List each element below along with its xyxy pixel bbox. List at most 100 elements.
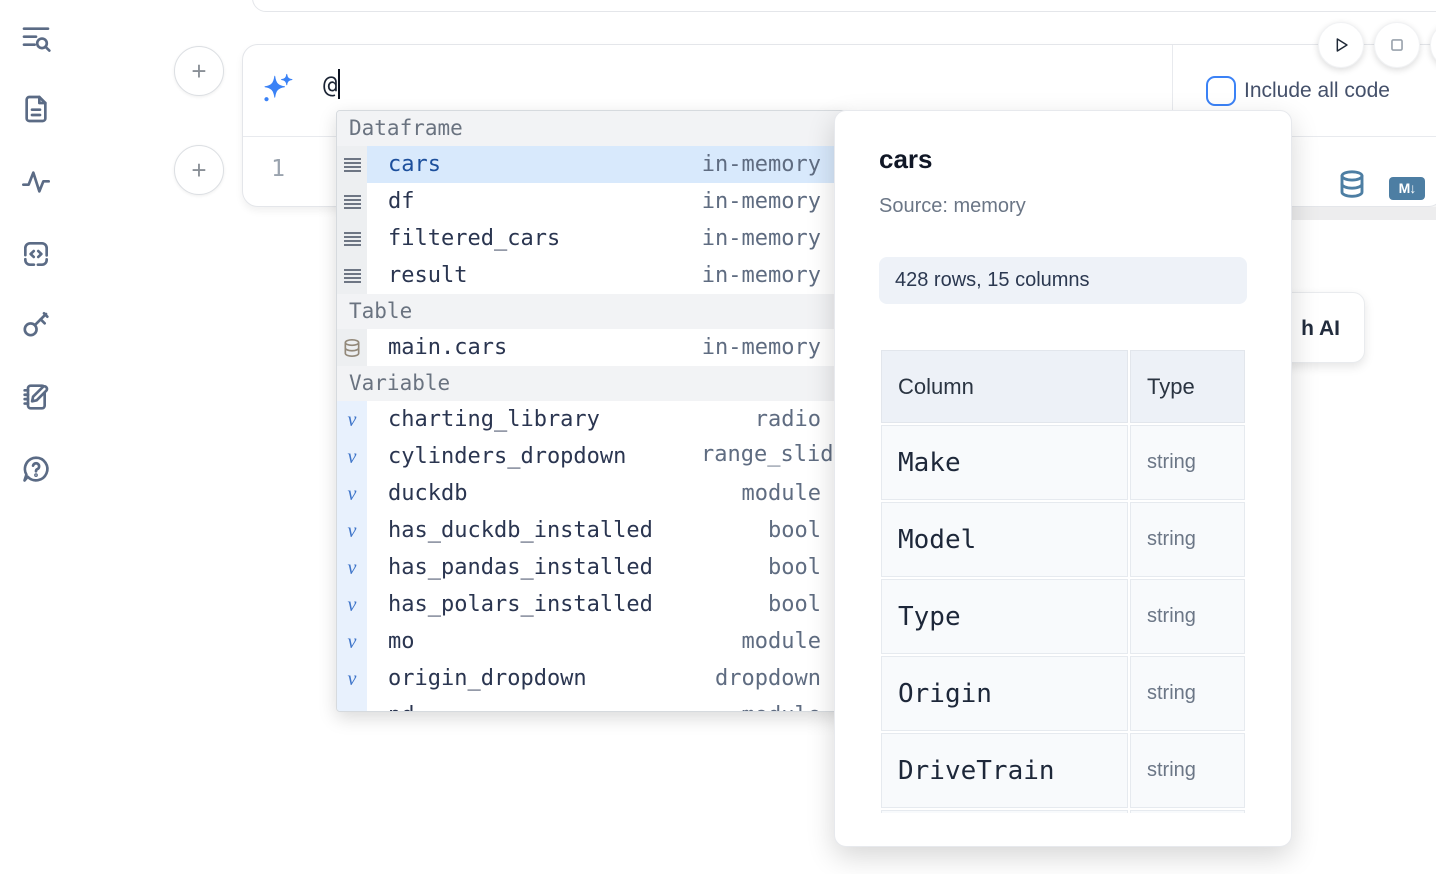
schema-column-name: Make xyxy=(881,425,1128,500)
help-chat-icon[interactable] xyxy=(20,453,52,485)
autocomplete-item-type: module xyxy=(741,481,821,506)
schema-column-name: Origin xyxy=(881,656,1128,731)
autocomplete-item-type: bool xyxy=(768,518,821,543)
schema-header-cell: Type xyxy=(1130,350,1245,423)
rows-icon xyxy=(343,231,361,246)
add-cell-below-button[interactable]: + xyxy=(174,145,224,195)
autocomplete-section-header: Variable xyxy=(337,366,845,401)
autocomplete-item-icon-cell: v xyxy=(337,697,367,711)
autocomplete-item[interactable]: df in-memory xyxy=(337,183,845,220)
autocomplete-item-icon-cell: v xyxy=(337,401,367,438)
autocomplete-item[interactable]: v cylinders_dropdown range_slider xyxy=(337,438,845,475)
autocomplete-item-icon-cell: v xyxy=(337,512,367,549)
shape-badge: 428 rows, 15 columns xyxy=(879,257,1247,304)
prompt-divider xyxy=(1172,45,1173,136)
autocomplete-item-name: duckdb xyxy=(388,481,468,506)
markdown-icon[interactable]: M↓ xyxy=(1389,177,1425,200)
include-all-code-label[interactable]: Include all code xyxy=(1244,79,1390,102)
variable-icon: v xyxy=(347,445,357,468)
add-cell-above-button[interactable]: + xyxy=(174,46,224,96)
variable-icon: v xyxy=(347,630,357,653)
text-cursor xyxy=(338,69,341,99)
autocomplete-item-icon-cell xyxy=(337,329,367,366)
autocomplete-item-icon-cell xyxy=(337,220,367,257)
code-snippet-icon[interactable] xyxy=(20,238,52,270)
variable-icon: v xyxy=(347,519,357,542)
ai-prompt-text: @ xyxy=(323,71,338,99)
autocomplete-item-icon-cell xyxy=(337,183,367,220)
autocomplete-item-icon-cell: v xyxy=(337,660,367,697)
rows-icon xyxy=(343,157,361,172)
stop-cell-button[interactable] xyxy=(1374,22,1420,68)
schema-column-name: DriveTrain xyxy=(881,733,1128,808)
variable-icon: v xyxy=(347,593,357,616)
autocomplete-item-name: main.cars xyxy=(388,335,508,360)
shortcuts-key-icon[interactable] xyxy=(20,308,52,340)
autocomplete-item[interactable]: v has_polars_installed bool xyxy=(337,586,845,623)
autocomplete-item-icon-cell: v xyxy=(337,438,367,475)
autocomplete-section-header: Table xyxy=(337,294,845,329)
autocomplete-item-type: range_slider xyxy=(701,442,846,467)
activity-icon[interactable] xyxy=(20,166,52,198)
autocomplete-item[interactable]: v duckdb module xyxy=(337,475,845,512)
code-editor-row[interactable]: 1 M↓ xyxy=(243,136,1436,206)
autocomplete-item-name: cars xyxy=(388,152,441,177)
schema-column-name xyxy=(881,810,1128,813)
autocomplete-item-type: bool xyxy=(768,592,821,617)
run-cell-button[interactable] xyxy=(1318,22,1364,68)
schema-column-type xyxy=(1130,810,1245,813)
autocomplete-section-header: Dataframe xyxy=(337,111,845,146)
variable-icon: v xyxy=(347,556,357,579)
schema-column-name: Model xyxy=(881,502,1128,577)
autocomplete-item-icon-cell xyxy=(337,257,367,294)
autocomplete-item[interactable]: v has_duckdb_installed bool xyxy=(337,512,845,549)
rows-icon xyxy=(343,268,361,283)
schema-column-type: string xyxy=(1130,502,1245,577)
variable-icon: v xyxy=(347,667,357,690)
autocomplete-item-icon-cell: v xyxy=(337,475,367,512)
autocomplete-item-type: module xyxy=(742,703,821,711)
line-number: 1 xyxy=(271,156,285,182)
database-icon xyxy=(344,338,360,357)
autocomplete-item-icon-cell: v xyxy=(337,623,367,660)
autocomplete-item-name: result xyxy=(388,263,468,288)
database-icon[interactable] xyxy=(1337,169,1367,199)
autocomplete-item-type: in-memory xyxy=(701,189,821,214)
autocomplete-item-type: in-memory xyxy=(701,226,821,251)
sparkles-icon xyxy=(264,73,293,102)
autocomplete-item-name: df xyxy=(388,189,415,214)
autocomplete-item-name: origin_dropdown xyxy=(388,666,587,691)
stop-icon xyxy=(1391,39,1403,51)
file-document-icon[interactable] xyxy=(20,93,52,125)
schema-column-type: string xyxy=(1130,425,1245,500)
autocomplete-item-icon-cell: v xyxy=(337,586,367,623)
autocomplete-item[interactable]: vpdmodule xyxy=(337,697,845,711)
preview-title: cars xyxy=(879,144,933,174)
schema-header-cell: Column xyxy=(881,350,1128,423)
autocomplete-item-name: cylinders_dropdown xyxy=(388,444,627,469)
autocomplete-item-name: has_polars_installed xyxy=(388,592,653,617)
schema-column-name: Type xyxy=(881,579,1128,654)
autocomplete-item-name: has_duckdb_installed xyxy=(388,518,653,543)
autocomplete-item-icon-cell xyxy=(337,146,367,183)
previous-cell xyxy=(252,0,1436,12)
variable-icon: v xyxy=(347,408,357,431)
variable-icon: v xyxy=(347,482,357,505)
schema-column-type: string xyxy=(1130,733,1245,808)
scratchpad-icon[interactable] xyxy=(20,381,52,413)
include-all-code-checkbox[interactable] xyxy=(1206,76,1236,106)
table-of-contents-search-icon[interactable] xyxy=(20,22,52,54)
